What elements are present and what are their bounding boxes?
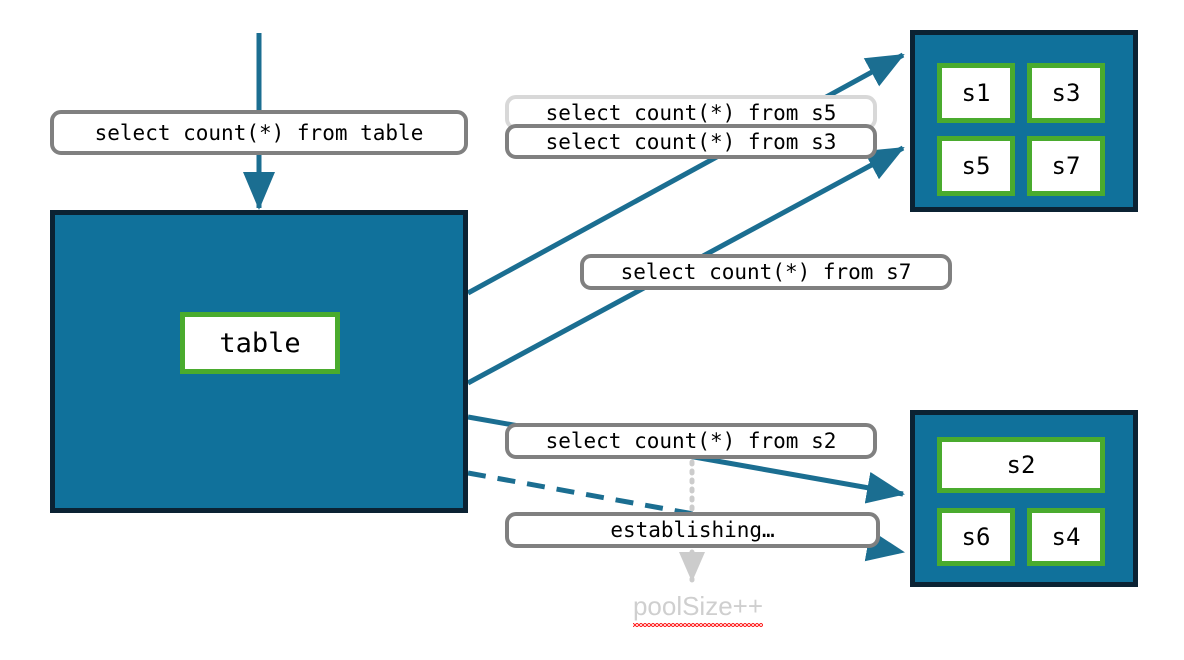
session-node-s4[interactable]: s4 xyxy=(1027,508,1105,566)
session-node-s1[interactable]: s1 xyxy=(937,63,1015,123)
poolsize-annotation: poolSize++ xyxy=(598,591,798,627)
query-label-table[interactable]: select count(*) from table xyxy=(50,110,468,155)
session-node-s7[interactable]: s7 xyxy=(1027,136,1105,196)
query-label-s3[interactable]: select count(*) from s3 xyxy=(505,124,877,159)
table-node[interactable]: table xyxy=(180,312,340,374)
table-pool-container xyxy=(50,210,468,513)
session-node-s3[interactable]: s3 xyxy=(1027,63,1105,123)
poolsize-annotation-text: poolSize++ xyxy=(632,591,764,627)
session-node-s5[interactable]: s5 xyxy=(937,136,1015,196)
status-label-establishing[interactable]: establishing… xyxy=(505,512,880,548)
query-label-s2[interactable]: select count(*) from s2 xyxy=(505,423,877,459)
session-node-s2[interactable]: s2 xyxy=(937,437,1105,493)
query-label-s7[interactable]: select count(*) from s7 xyxy=(580,254,952,290)
session-node-s6[interactable]: s6 xyxy=(937,508,1015,566)
